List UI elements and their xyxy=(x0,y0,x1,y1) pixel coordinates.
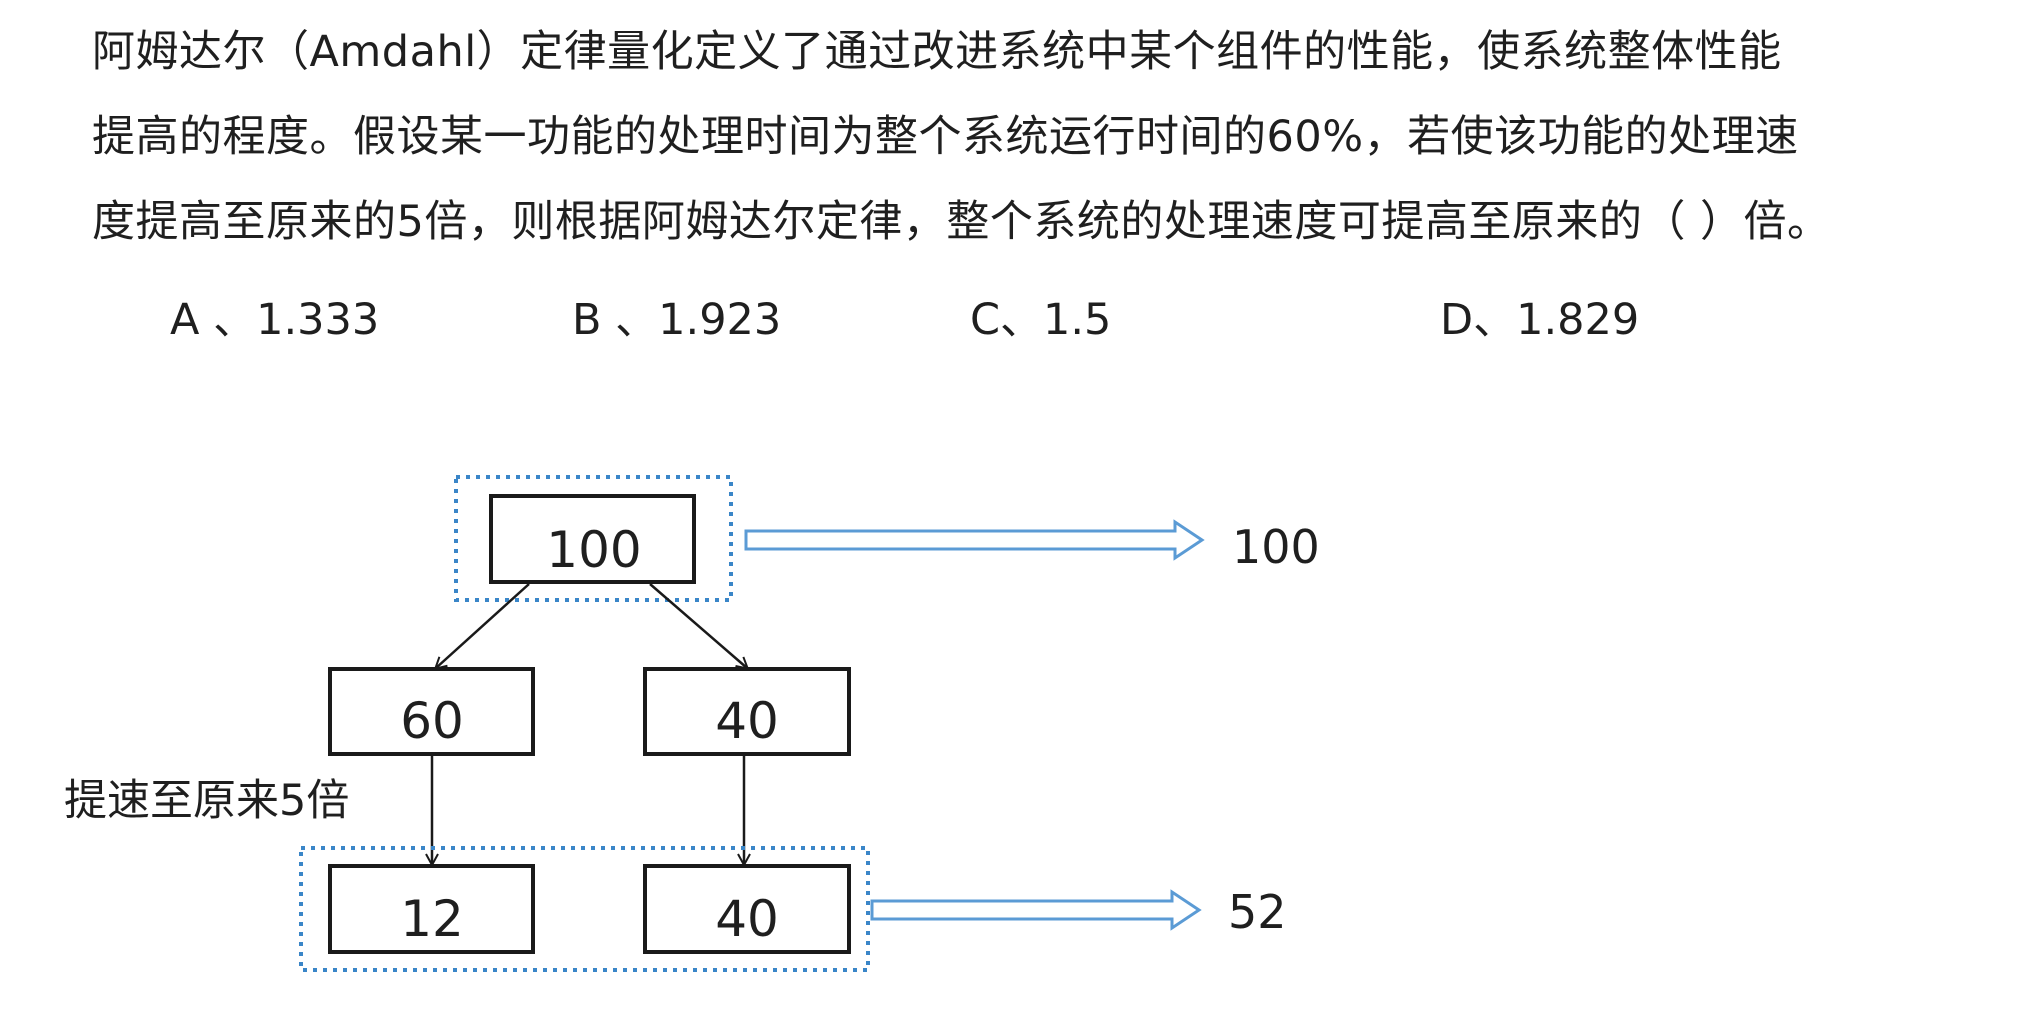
option-d[interactable]: D、1.829 xyxy=(1440,295,1640,345)
bottom-dotted-frame xyxy=(299,846,870,972)
top-hollow-arrow xyxy=(744,519,1205,561)
mid-right-box xyxy=(643,667,851,756)
arrow-to-mid-right xyxy=(649,583,747,668)
bottom-hollow-arrow xyxy=(870,889,1202,931)
bottom-result: 52 xyxy=(1228,885,1287,939)
question-line-2: 提高的程度。假设某一功能的处理时间为整个系统运行时间的60%，若使该功能的处理速 xyxy=(92,112,1799,162)
bottom-left-box xyxy=(328,864,535,954)
mid-right-value: 40 xyxy=(715,692,779,750)
option-a[interactable]: A 、1.333 xyxy=(170,295,380,345)
top-box xyxy=(489,494,696,584)
question-line-3: 度提高至原来的5倍，则根据阿姆达尔定律，整个系统的处理速度可提高至原来的（ ）倍… xyxy=(92,197,1831,247)
speedup-label: 提速至原来5倍 xyxy=(64,776,349,826)
top-result: 100 xyxy=(1232,520,1320,574)
mid-left-box xyxy=(328,667,535,756)
bottom-right-box xyxy=(643,864,851,954)
question-line-1: 阿姆达尔（Amdahl）定律量化定义了通过改进系统中某个组件的性能，使系统整体性… xyxy=(92,27,1782,77)
mid-left-value: 60 xyxy=(400,692,464,750)
top-box-value: 100 xyxy=(546,521,641,579)
option-c[interactable]: C、1.5 xyxy=(970,295,1112,345)
arrow-to-mid-left xyxy=(436,583,530,668)
bottom-right-value: 40 xyxy=(715,890,779,948)
option-b[interactable]: B 、1.923 xyxy=(572,295,782,345)
bottom-left-value: 12 xyxy=(400,890,464,948)
